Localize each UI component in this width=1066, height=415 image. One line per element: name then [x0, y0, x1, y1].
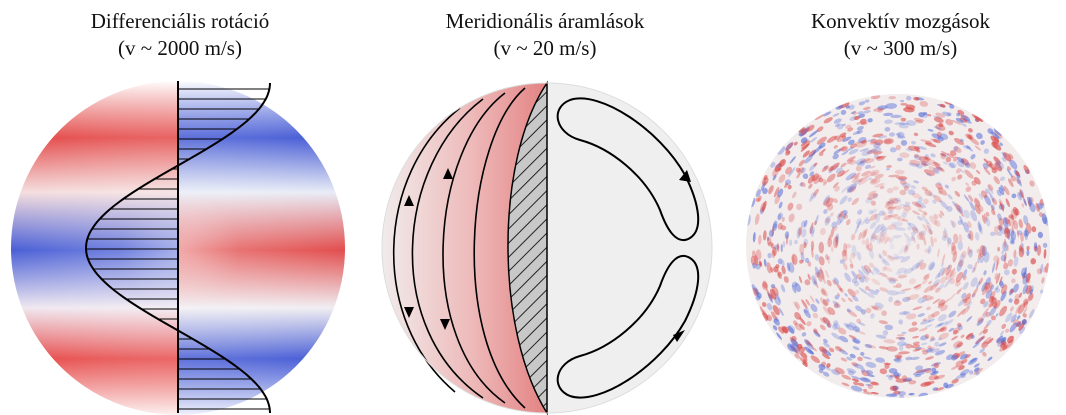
convection-cell [897, 373, 902, 376]
convection-pattern [735, 0, 1066, 415]
convection-cell [895, 376, 899, 379]
convection-cell [894, 301, 902, 306]
convection-cell [958, 241, 963, 251]
convection-cell [1043, 243, 1048, 248]
panel-convective-motions: Konvektív mozgások (v ~ 300 m/s) [735, 0, 1066, 415]
panel-differential-rotation: Differenciális rotáció (v ~ 2000 m/s) [0, 0, 360, 415]
convection-cell [894, 357, 902, 363]
differential-rotation-diagram [0, 0, 360, 415]
convection-cell [896, 133, 902, 136]
meridional-flow-diagram [355, 0, 735, 415]
panel-meridional-flows: Meridionális áramlások (v ~ 20 m/s) [355, 0, 735, 415]
convection-cell [1034, 242, 1037, 249]
